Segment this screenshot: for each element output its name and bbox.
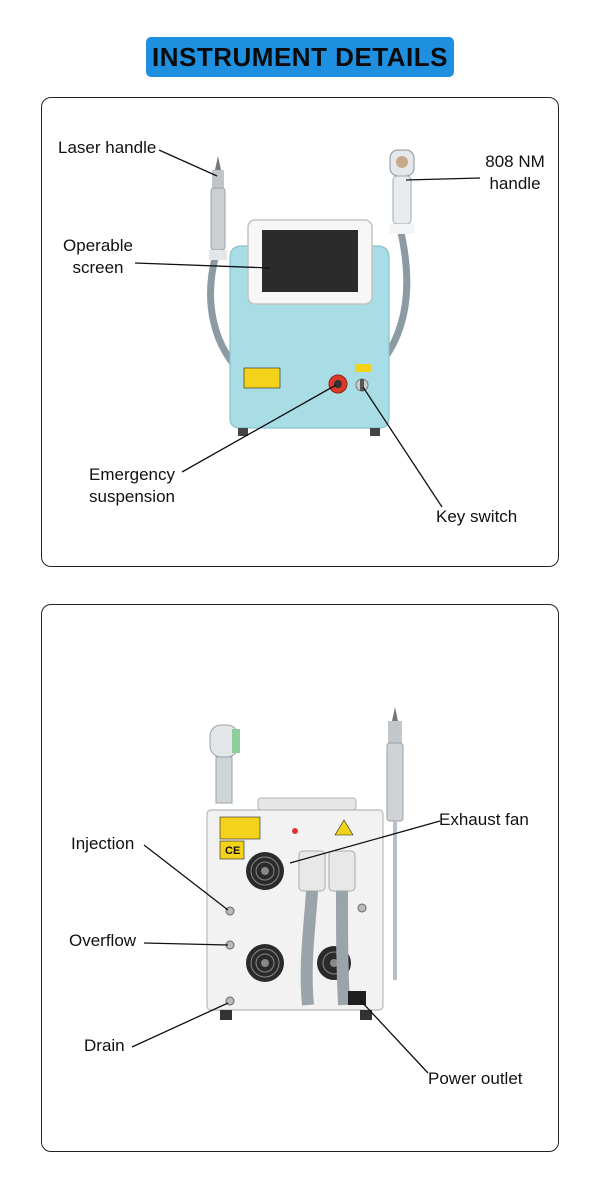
injection-port — [225, 906, 235, 916]
page-title: INSTRUMENT DETAILS — [146, 37, 454, 77]
back-laser-handle-image — [386, 707, 404, 822]
nm808-handle-image — [389, 149, 415, 234]
ce-mark — [219, 840, 245, 860]
back-view-panel: CE — [41, 604, 559, 1152]
drain-leader — [131, 1002, 229, 1048]
screen-leader — [134, 262, 271, 269]
nm808-handle-label: 808 NM handle — [478, 151, 552, 195]
key-switch-label: Key switch — [436, 507, 518, 526]
power-outlet-leader — [359, 999, 429, 1074]
operable-screen-image — [247, 219, 373, 305]
exhaust-fan-label: Exhaust fan — [439, 810, 529, 829]
back-device-illustration: CE — [131, 707, 441, 1074]
svg-text:CE: CE — [225, 845, 240, 857]
back-warning-label — [219, 816, 261, 840]
laser-handle-leader — [158, 149, 218, 177]
power-outlet-label: Power outlet — [428, 1069, 523, 1088]
front-device-illustration — [134, 149, 481, 508]
nm808-leader — [405, 177, 481, 181]
exhaust-fan-leader — [289, 820, 441, 864]
injection-label: Injection — [71, 834, 135, 853]
overflow-label: Overflow — [69, 931, 137, 950]
emergency-label-line1: Emergency — [89, 465, 175, 484]
nm808-label-line1: 808 NM — [485, 152, 545, 171]
page-title-text: INSTRUMENT DETAILS — [152, 41, 448, 72]
emergency-suspension-label: Emergency suspension — [82, 464, 182, 508]
injection-leader — [143, 844, 229, 911]
left-hose — [300, 890, 318, 1006]
key-switch-image — [355, 364, 371, 392]
key-switch-leader — [362, 386, 443, 508]
lower-fan-image — [246, 944, 284, 982]
emergency-leader — [181, 384, 337, 473]
drain-label: Drain — [84, 1036, 125, 1055]
right-hose — [336, 890, 350, 1006]
nm808-label-line2: handle — [489, 174, 541, 193]
back-nm808-handle-image — [209, 724, 240, 804]
emergency-stop-image — [328, 374, 348, 394]
emergency-label-line2: suspension — [88, 487, 175, 506]
front-view-panel: Laser handle 808 NM handle Operable scre… — [41, 97, 559, 567]
overflow-leader — [143, 942, 229, 946]
operable-screen-label: Operable screen — [56, 235, 140, 279]
operable-label-line1: Operable — [63, 236, 133, 255]
upper-fan-image — [246, 852, 284, 890]
laser-handle-label: Laser handle — [58, 138, 157, 157]
operable-label-line2: screen — [72, 258, 124, 277]
warning-label — [243, 367, 281, 389]
laser-handle-image — [209, 156, 227, 260]
